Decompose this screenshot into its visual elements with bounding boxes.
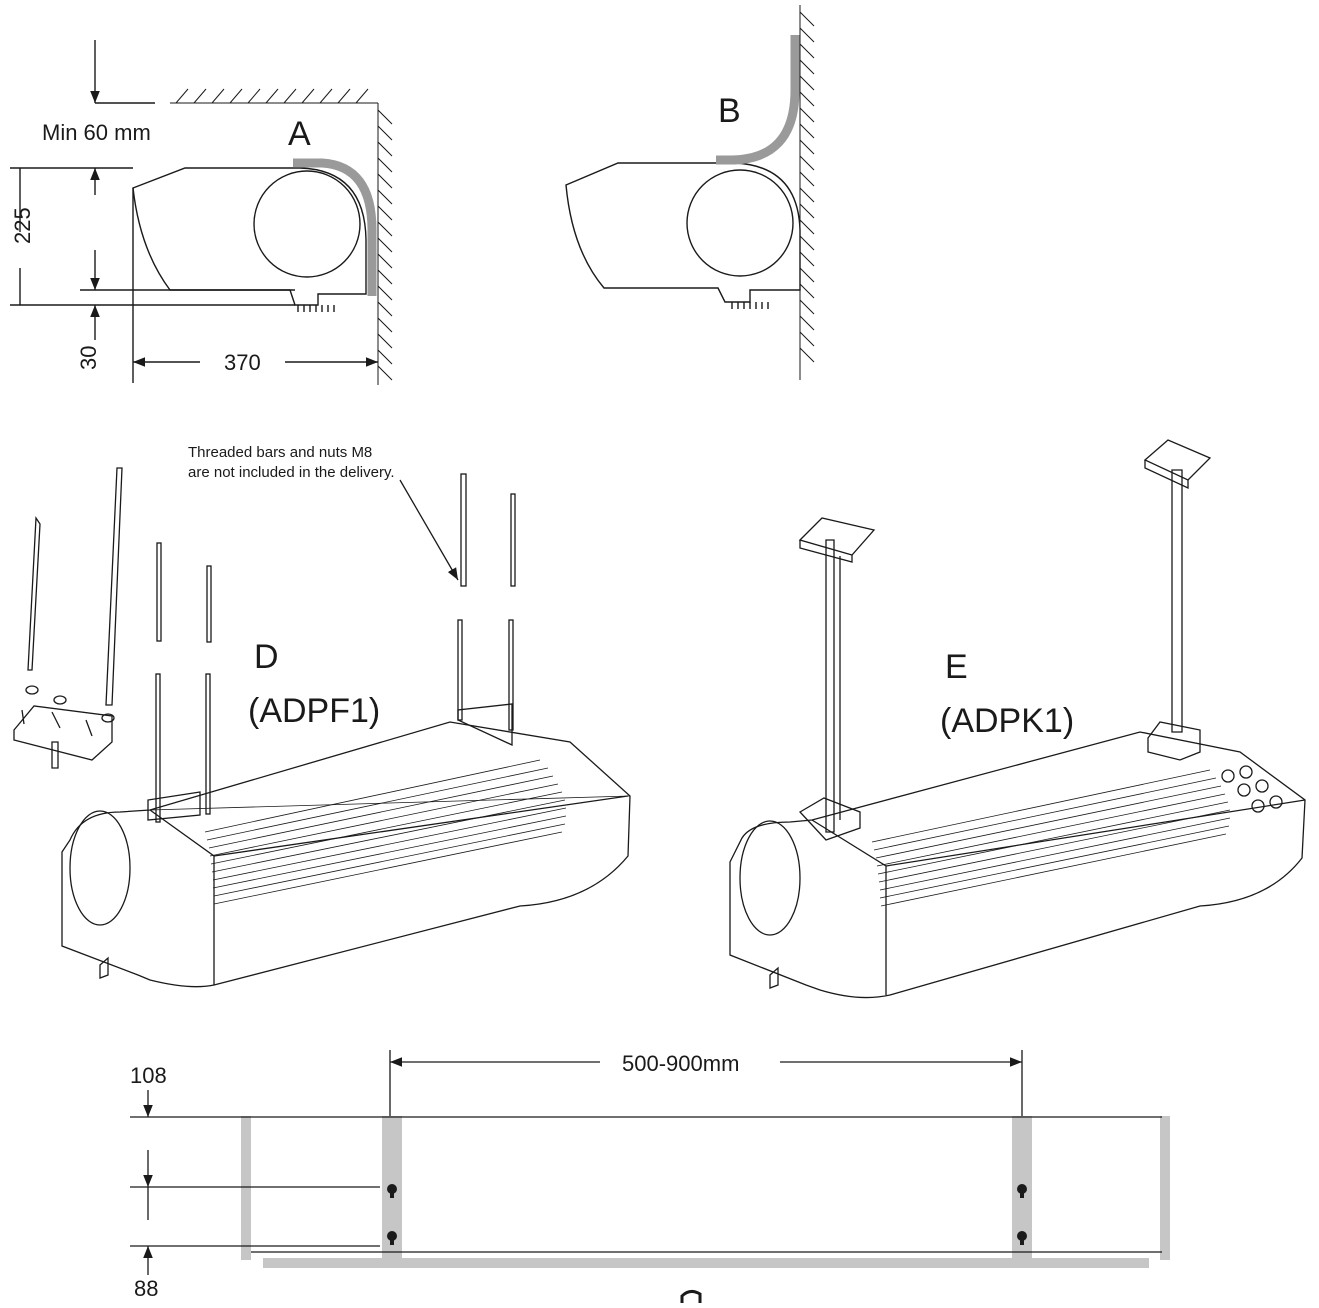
bolt <box>51 741 59 769</box>
keyhole-slots <box>387 1184 1027 1245</box>
wall-hatch-a <box>377 103 393 385</box>
wall-bracket-a <box>293 158 377 296</box>
fan-circle-a <box>253 170 361 278</box>
grille-e <box>871 769 1231 907</box>
view-a-label: A <box>288 115 311 153</box>
hanger-rail-left <box>825 539 841 833</box>
nut <box>53 695 67 705</box>
fan-housing-d <box>69 810 131 926</box>
threaded-bar <box>105 467 123 706</box>
unit-body-e <box>729 731 1306 999</box>
mount-bracket-left <box>147 791 201 821</box>
bracket-plate <box>13 705 113 761</box>
frame-left-rail <box>241 1116 251 1260</box>
mount-bracket-right <box>457 703 513 747</box>
depth-dimension: 370 <box>224 350 261 375</box>
bracket-grille-a <box>297 305 335 312</box>
top-offset-dimension: 108 <box>130 1063 167 1088</box>
hanger-top-plate-right <box>1143 439 1212 481</box>
wall-bracket-b <box>716 35 800 165</box>
grille-d <box>204 759 567 905</box>
wall-hatch-b <box>799 5 815 380</box>
bracket-spacing-dimension: 500-900mm <box>622 1051 739 1076</box>
page-mark <box>680 1289 702 1303</box>
bottom-offset-dimension: 30 <box>76 346 101 370</box>
view-b-label: B <box>718 92 741 130</box>
note-line-1: Threaded bars and nuts M8 <box>188 444 372 461</box>
hanger-rail-right <box>1171 469 1183 733</box>
nut <box>25 685 39 695</box>
unit-body-d <box>61 721 631 988</box>
view-a-wall-mount <box>10 40 393 385</box>
note-line-2: are not included in the delivery. <box>188 464 395 481</box>
hanger-top-plate-left <box>798 517 876 556</box>
view-e-ceiling-brackets <box>729 439 1306 999</box>
ceiling-hatch <box>170 88 378 104</box>
view-d-label: D <box>254 638 279 676</box>
frame-bottom-rail <box>263 1258 1149 1268</box>
view-d-model: (ADPF1) <box>248 692 380 730</box>
fan-circle-b <box>686 169 794 277</box>
view-d-suspension-bars <box>13 467 631 988</box>
view-b-wall-mount <box>565 5 815 380</box>
mounting-plan <box>130 1050 1170 1303</box>
threaded-bar <box>27 516 41 671</box>
view-e-model: (ADPK1) <box>940 702 1074 740</box>
bottom-hole-dimension: 88 <box>134 1276 158 1301</box>
view-e-label: E <box>945 648 968 686</box>
control-panel-e <box>1221 765 1283 813</box>
unit-profile-a <box>132 167 367 306</box>
min-clearance-label: Min 60 mm <box>42 120 151 145</box>
nut <box>101 713 115 723</box>
frame-right-rail <box>1160 1116 1170 1260</box>
fan-housing-e <box>739 820 801 936</box>
bracket-grille-b <box>731 302 769 309</box>
unit-profile-b <box>565 162 801 303</box>
height-dimension: 225 <box>10 207 35 244</box>
